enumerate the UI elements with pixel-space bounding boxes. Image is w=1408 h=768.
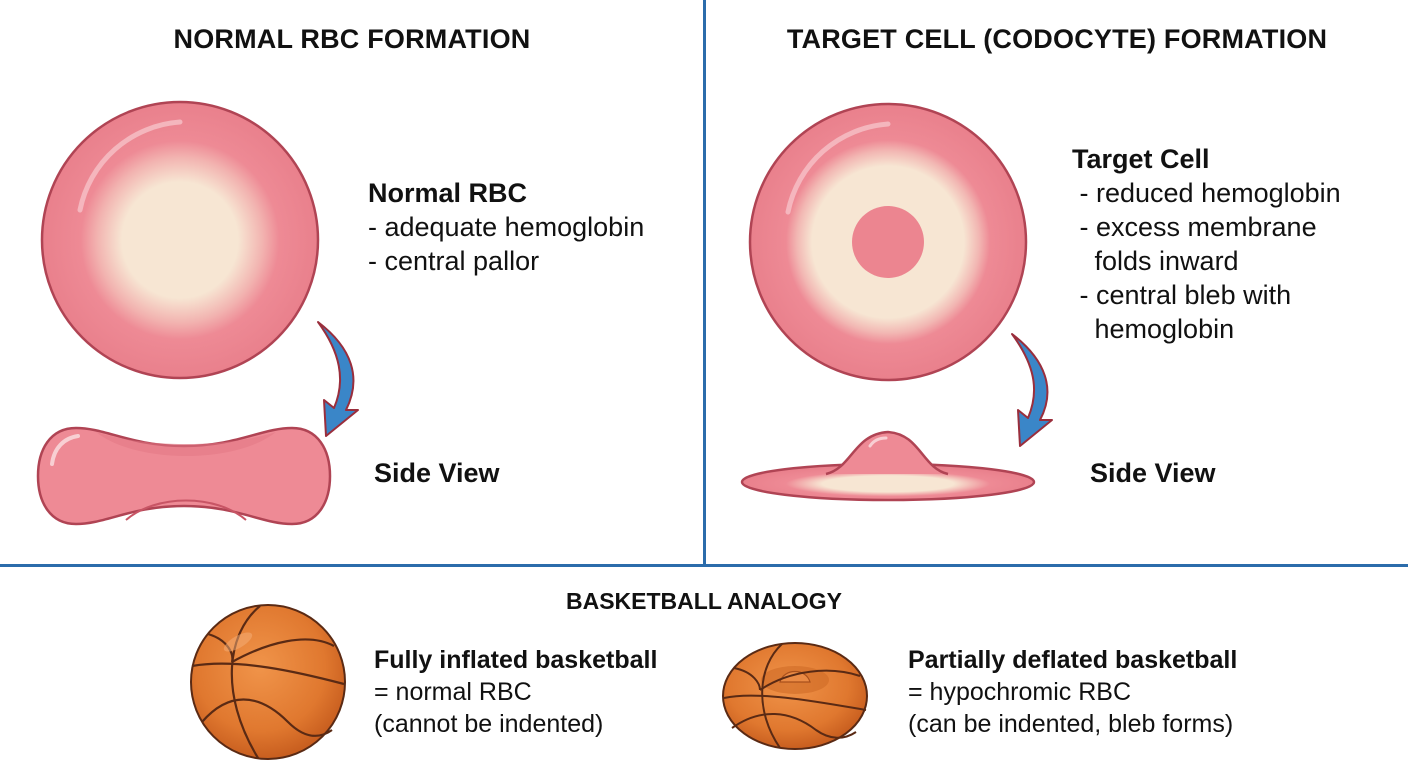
analogy-line: = hypochromic RBC bbox=[908, 678, 1131, 706]
normal-panel-title: NORMAL RBC FORMATION bbox=[173, 24, 531, 54]
analogy-title: BASKETBALL ANALOGY bbox=[566, 588, 842, 614]
normal-rbc-label: Normal RBC - adequate hemoglobin - centr… bbox=[368, 176, 644, 278]
target-side-view-label: Side View bbox=[1090, 458, 1216, 488]
normal-rbc-top-view-icon bbox=[40, 100, 320, 380]
analogy-line: (cannot be indented) bbox=[374, 710, 604, 738]
analogy-item-inflated: Fully inflated basketball = normal RBC (… bbox=[374, 644, 657, 740]
target-cell-heading: Target Cell bbox=[1072, 144, 1210, 174]
target-cell-line: - central bleb with bbox=[1072, 280, 1292, 310]
target-cell-line: folds inward bbox=[1072, 246, 1239, 276]
analogy-item-deflated: Partially deflated basketball = hypochro… bbox=[908, 644, 1237, 740]
curved-arrow-icon bbox=[317, 321, 359, 437]
inflated-basketball-icon bbox=[190, 604, 346, 760]
curved-arrow-icon bbox=[1011, 333, 1053, 447]
normal-rbc-line: - adequate hemoglobin bbox=[368, 212, 645, 242]
analogy-heading: Partially deflated basketball bbox=[908, 646, 1238, 674]
analogy-line: = normal RBC bbox=[374, 678, 532, 706]
target-cell-line: - reduced hemoglobin bbox=[1072, 178, 1341, 208]
target-panel-title: TARGET CELL (CODOCYTE) FORMATION bbox=[786, 24, 1328, 54]
target-cell-line: hemoglobin bbox=[1072, 314, 1235, 344]
normal-side-view-label: Side View bbox=[374, 458, 500, 488]
target-cell-side-view-icon bbox=[740, 430, 1036, 502]
analogy-line: (can be indented, bleb forms) bbox=[908, 710, 1234, 738]
panel-divider-vertical bbox=[703, 0, 706, 566]
target-cell-line: - excess membrane bbox=[1072, 212, 1317, 242]
normal-rbc-heading: Normal RBC bbox=[368, 178, 528, 208]
target-cell-top-view-icon bbox=[748, 102, 1028, 382]
biconcave-side-view-icon bbox=[36, 426, 332, 526]
target-cell-label: Target Cell - reduced hemoglobin - exces… bbox=[1072, 142, 1341, 346]
panel-divider-horizontal bbox=[0, 564, 1408, 567]
deflated-basketball-icon bbox=[722, 642, 868, 750]
analogy-heading: Fully inflated basketball bbox=[374, 646, 658, 674]
normal-rbc-line: - central pallor bbox=[368, 246, 540, 276]
